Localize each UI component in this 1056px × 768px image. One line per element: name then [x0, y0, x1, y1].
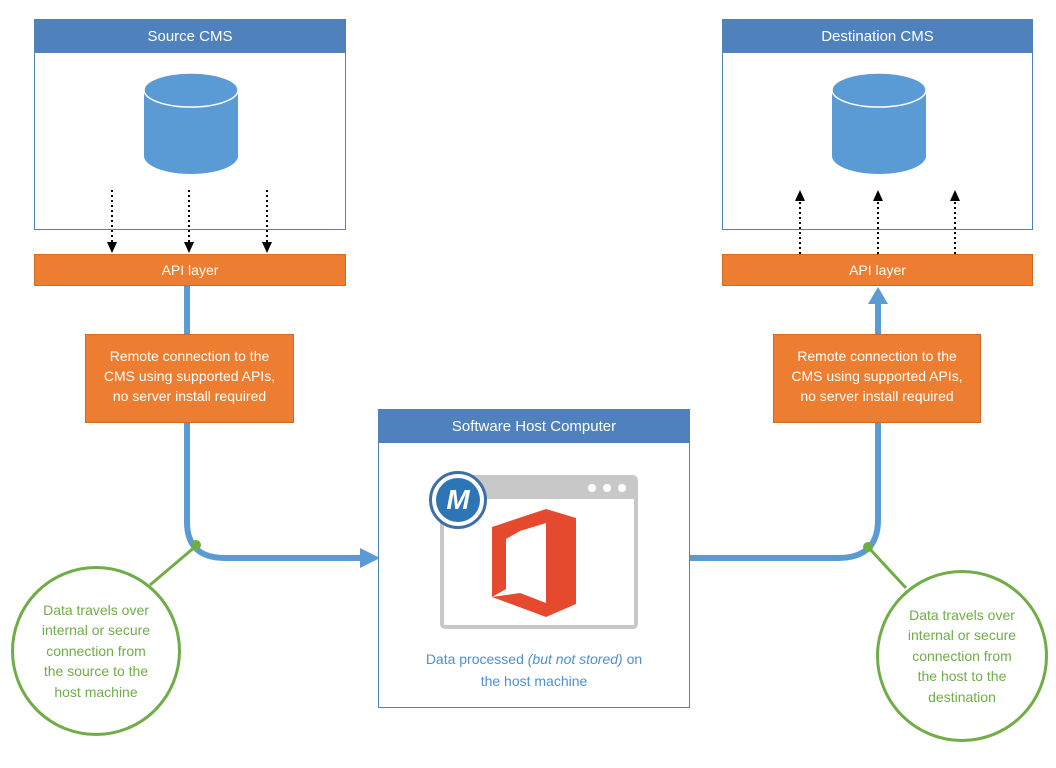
source-bubble-connector: [149, 544, 197, 587]
destination-data-bubble: Data travels over internal or secure con…: [876, 570, 1048, 742]
source-cms-panel: Source CMS: [34, 19, 346, 253]
database-icon: [143, 72, 239, 174]
source-note-line-2: CMS using supported APIs,: [103, 368, 276, 384]
destination-note-line-2: CMS using supported APIs,: [791, 368, 963, 384]
destination-bubble-connector: [866, 545, 908, 590]
office-logo-icon: [492, 509, 576, 617]
source-note-line-1: Remote connection to the: [109, 348, 270, 364]
destination-dotted-arrows: [795, 190, 960, 254]
destination-flow-arrowhead: [868, 287, 888, 304]
destination-note-line-3: no server install required: [800, 388, 954, 404]
source-bubble-dot: [191, 540, 201, 550]
source-api-layer: API layer: [34, 254, 346, 286]
m-logo-icon: M: [429, 471, 487, 529]
destination-cms-title: Destination CMS: [723, 20, 1032, 53]
host-computer-title: Software Host Computer: [379, 410, 689, 443]
database-icon: [831, 72, 927, 174]
source-flow-arrowhead: [360, 548, 380, 568]
source-note-line-3: no server install required: [112, 388, 267, 404]
source-data-bubble: Data travels over internal or secure con…: [11, 566, 181, 736]
m-logo-letter: M: [446, 484, 470, 515]
destination-cms-panel: Destination CMS: [722, 19, 1033, 254]
source-dotted-arrows: [107, 190, 272, 253]
destination-api-layer: API layer: [722, 254, 1033, 286]
destination-bubble-dot: [863, 542, 873, 552]
source-cms-title: Source CMS: [35, 20, 345, 53]
source-connection-note: Remote connection to the CMS using suppo…: [85, 334, 294, 423]
destination-note-line-1: Remote connection to the: [797, 348, 957, 364]
destination-connection-note: Remote connection to the CMS using suppo…: [773, 334, 981, 423]
host-caption: Data processed (but not stored) on the h…: [425, 651, 643, 689]
browser-window-icon: [440, 475, 638, 629]
